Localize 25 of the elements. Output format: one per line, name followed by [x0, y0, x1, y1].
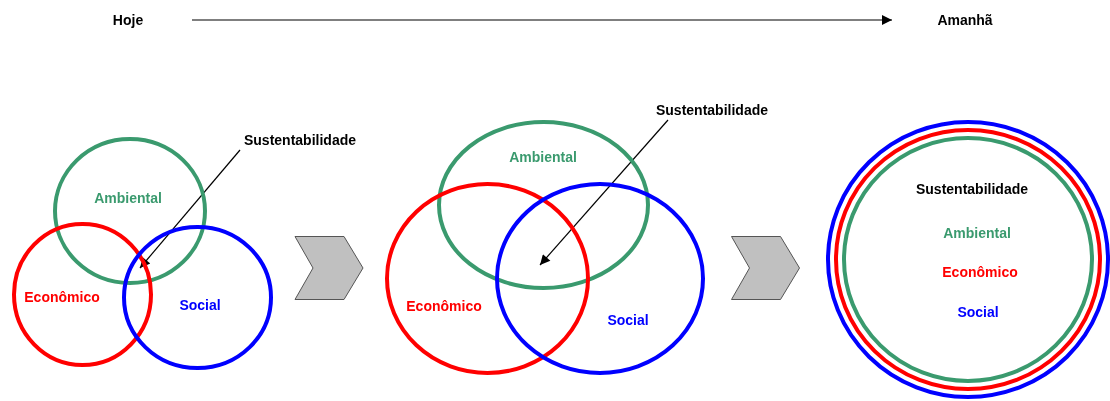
- circle-label: Social: [607, 312, 649, 328]
- venn-circle: [385, 182, 590, 375]
- circle-label: Social: [179, 297, 221, 313]
- chevron-arrow: [731, 236, 800, 300]
- annotation-label: Sustentabilidade: [220, 130, 380, 150]
- circle-label: Econômico: [24, 289, 100, 305]
- venn-circle: [495, 182, 705, 375]
- circle-label: Ambiental: [94, 190, 162, 206]
- circle-label: Social: [957, 304, 999, 320]
- timeline-label: Hoje: [100, 10, 156, 30]
- circle-label: Sustentabilidade: [916, 181, 1028, 197]
- timeline-label: Amanhã: [932, 10, 998, 30]
- annotation-label: Sustentabilidade: [632, 100, 792, 120]
- circle-label: Econômico: [942, 264, 1018, 280]
- circle-label: Ambiental: [509, 149, 577, 165]
- chevron-arrow: [294, 236, 364, 300]
- venn-circle: [437, 120, 650, 290]
- timeline-arrow: [191, 15, 893, 25]
- venn-circle: [53, 137, 207, 285]
- venn-circle: [12, 222, 153, 367]
- circle-label: Econômico: [406, 298, 482, 314]
- circle-label: Ambiental: [943, 225, 1011, 241]
- leader-arrow: [539, 119, 669, 266]
- leader-arrow: [139, 149, 241, 269]
- venn-circle: [122, 225, 273, 370]
